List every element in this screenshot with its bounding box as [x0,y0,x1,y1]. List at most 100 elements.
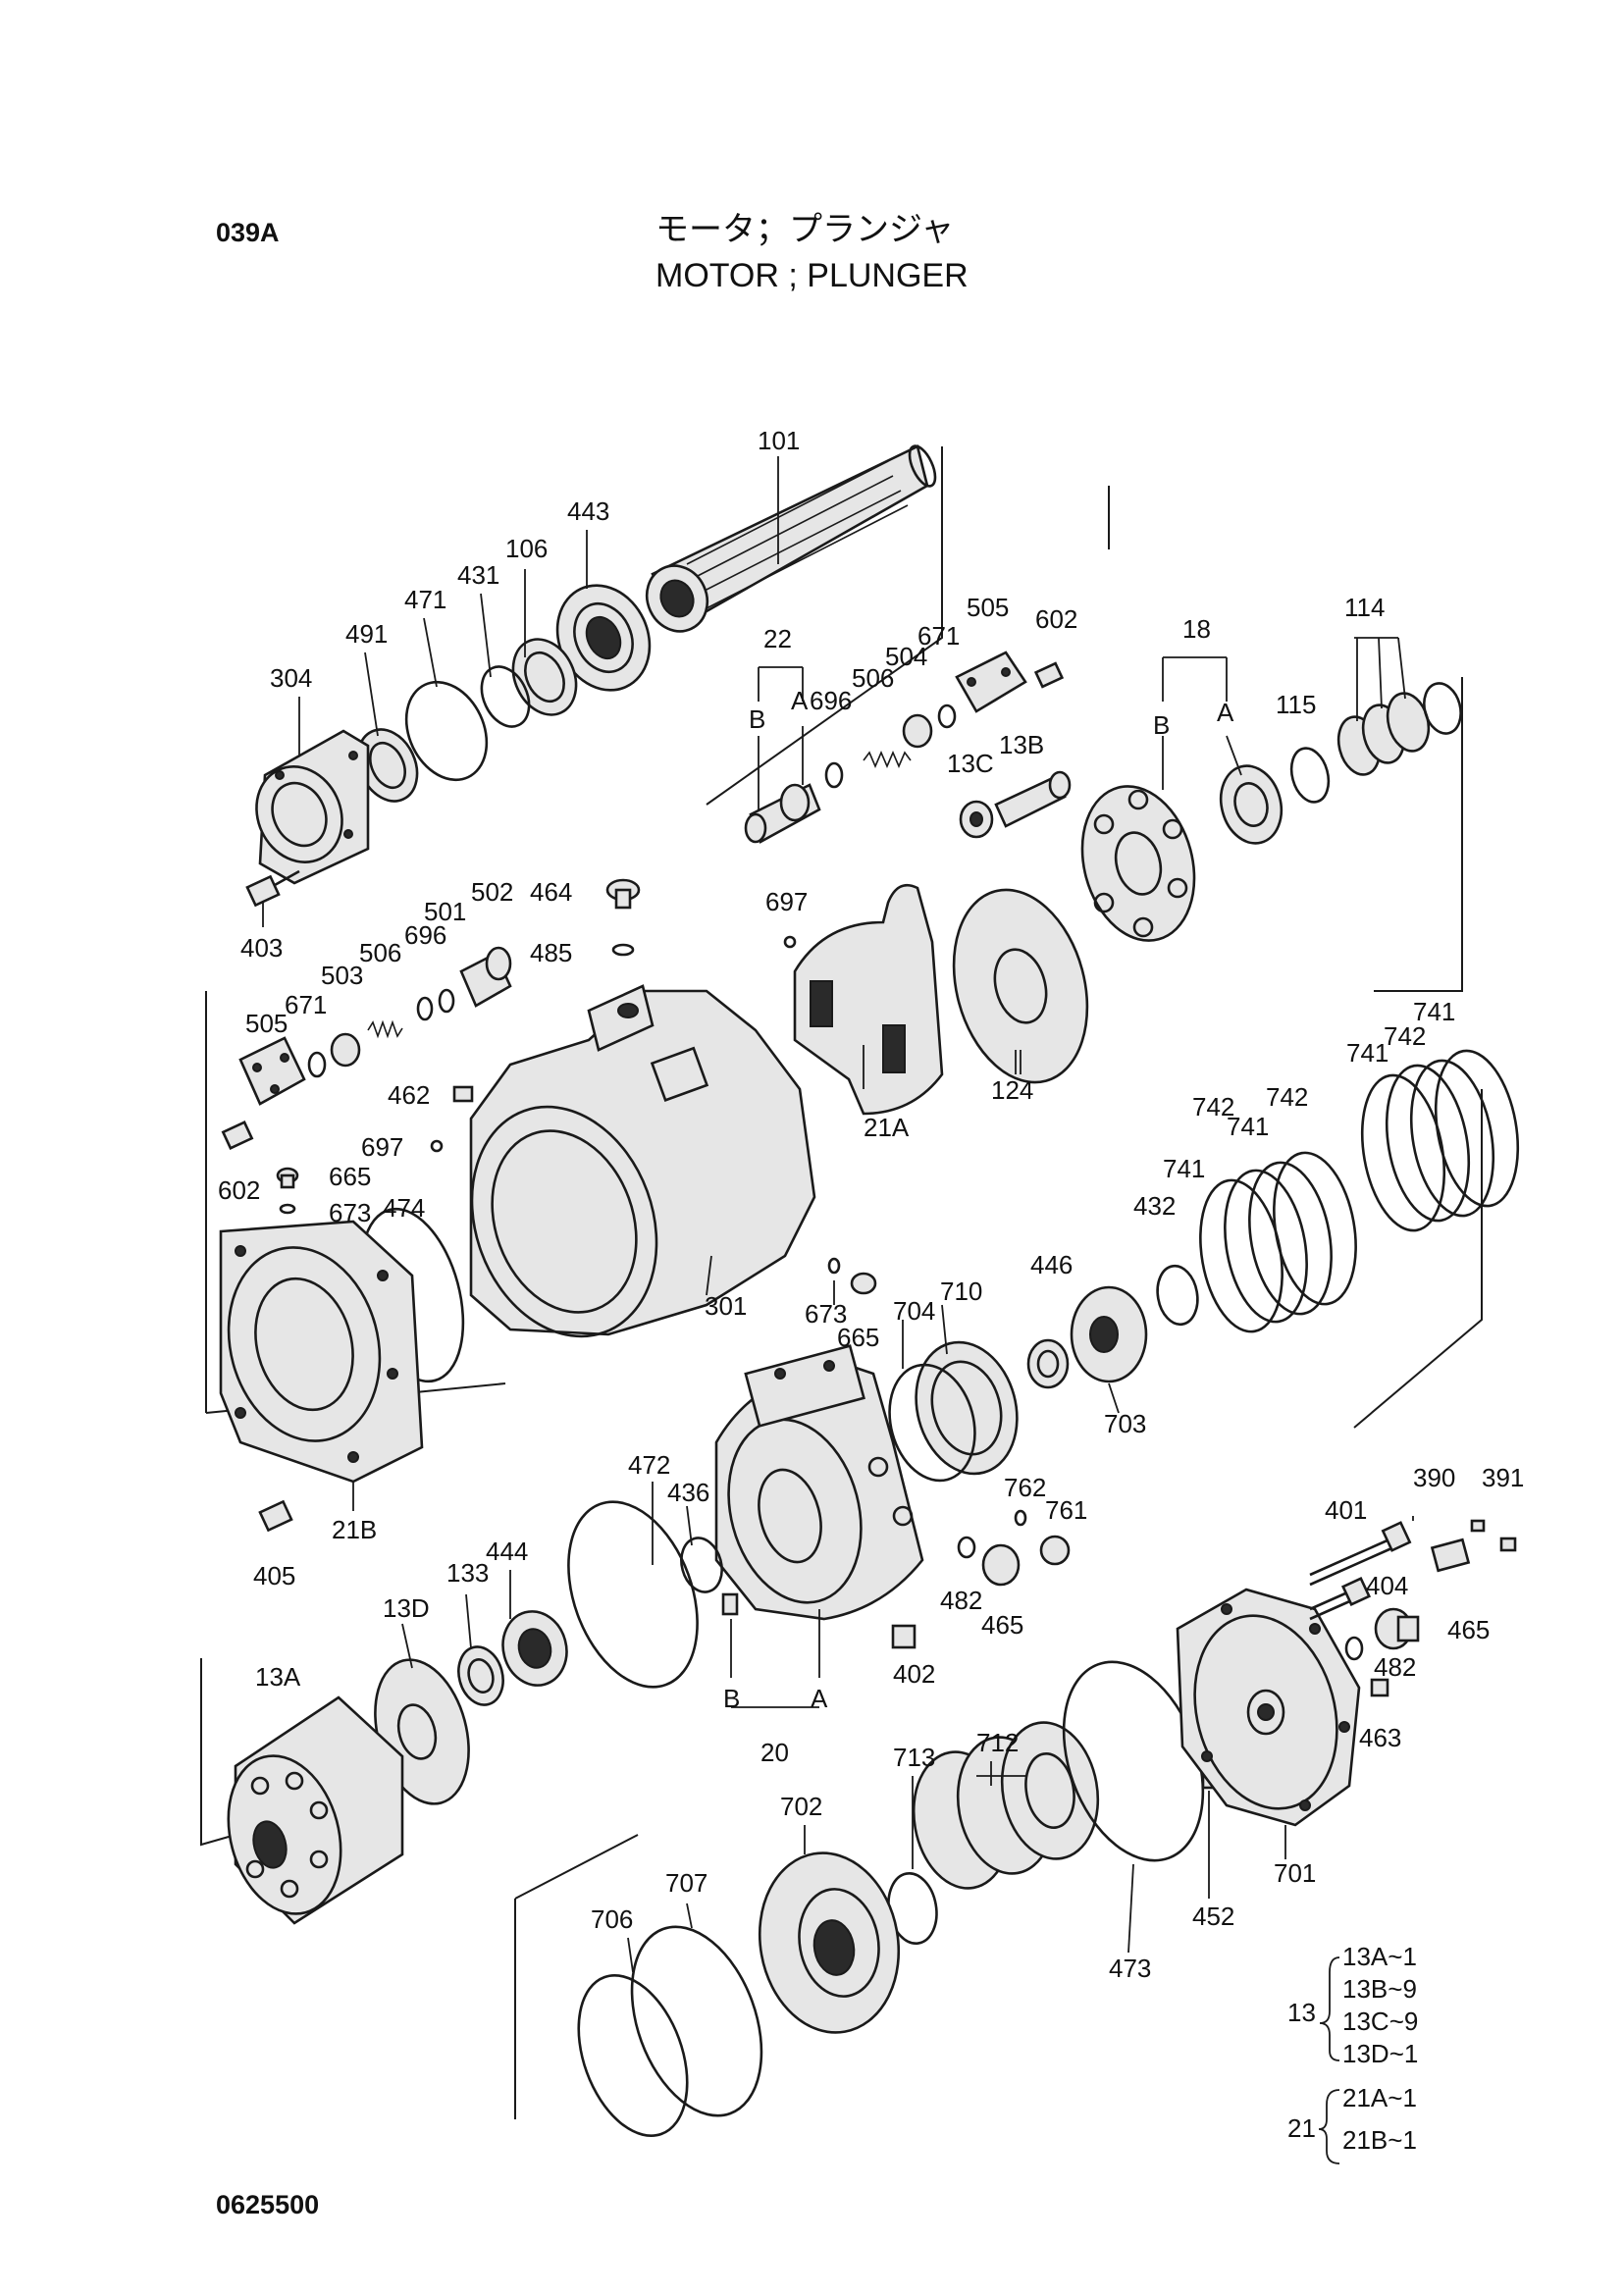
callout-712: 712 [976,1728,1019,1757]
cover-304 [255,729,370,885]
callout-506-left: 506 [359,938,401,967]
callout-101: 101 [758,426,800,455]
callout-673-right: 673 [805,1299,847,1329]
group-13-label: 13 [1287,1998,1316,2027]
callout-21b: 21B [332,1515,377,1544]
bolt-405 [258,1499,293,1533]
pin-20b [721,1592,739,1616]
o-ring-671-top [937,704,957,729]
title-japanese: モータ；プランジャ [655,210,955,249]
seal-707 [630,1925,763,2117]
callout-391: 391 [1482,1463,1524,1492]
o-ring-472 [567,1500,699,1689]
callout-761: 761 [1045,1495,1087,1525]
spring-set-712 [912,1721,1100,1890]
frame-piston-top [514,1834,639,1900]
frame-brake-right [1374,677,1463,992]
callout-465-right: 465 [1447,1615,1490,1644]
callout-462: 462 [388,1080,430,1110]
callout-697-top: 697 [765,887,808,916]
sleeve-502 [459,946,512,1008]
callout-671-top: 671 [917,621,960,651]
o-ring-673-right [827,1257,841,1275]
callout-13a: 13A [255,1662,301,1692]
callout-443: 443 [567,496,609,526]
callout-742-a: 742 [1384,1021,1426,1051]
callout-703: 703 [1104,1409,1146,1438]
bearing-444 [501,1610,568,1687]
o-ring-762 [1014,1509,1027,1527]
callout-431: 431 [457,560,499,590]
callout-404: 404 [1366,1571,1408,1600]
spool-22 [744,783,821,844]
callout-405: 405 [253,1561,295,1590]
callout-741-a: 741 [1413,997,1455,1026]
group-21-item-2: 21B~1 [1342,2125,1417,2155]
callout-472: 472 [628,1450,670,1480]
callout-18b: B [1153,710,1170,740]
callout-446: 446 [1030,1250,1073,1279]
callout-474: 474 [383,1193,425,1223]
plate-124 [952,888,1089,1084]
callout-301: 301 [705,1291,747,1321]
callout-304: 304 [270,663,312,693]
callout-436: 436 [667,1478,709,1507]
group-13-item-1: 13A~1 [1342,1942,1417,1971]
callout-602-top: 602 [1035,604,1077,634]
ring-704 [888,1363,976,1483]
callout-106: 106 [505,534,548,563]
o-ring-482-right [1344,1636,1364,1661]
ring-115 [1289,747,1331,804]
callout-762: 762 [1004,1473,1046,1502]
callout-704: 704 [893,1296,935,1326]
valve-plate-20 [714,1344,924,1621]
bolt-404 [1309,1576,1372,1621]
group-13-item-3: 13C~9 [1342,2007,1418,2036]
plug-504 [902,713,933,749]
snap-ring-436 [680,1537,723,1593]
assembly-note-13: 13 13A~1 13B~9 13C~9 13D~1 [1287,1942,1418,2068]
callout-21a: 21A [864,1113,910,1142]
callout-390: 390 [1413,1463,1455,1492]
cylinder-block-13a [227,1695,404,1925]
retainer-plate-18b [1080,785,1196,942]
plug-464 [605,878,641,910]
callout-13d: 13D [383,1593,430,1623]
callout-22a: A [791,686,809,715]
callout-742-c: 742 [1192,1092,1234,1121]
callout-491: 491 [345,619,388,649]
callout-501: 501 [424,897,466,926]
callout-22: 22 [763,624,792,653]
callout-22b: B [749,704,765,734]
callout-465-center: 465 [981,1610,1023,1640]
callout-673-left: 673 [329,1198,371,1227]
group-13-item-4: 13D~1 [1342,2039,1418,2068]
callout-13c: 13C [947,749,994,778]
page-code: 039A [216,218,280,247]
bolt-401 [1309,1521,1412,1587]
callout-432: 432 [1133,1191,1176,1221]
plug-665-right [850,1272,877,1295]
callout-741-b: 741 [1346,1038,1388,1068]
swash-plate-21a [793,883,944,1116]
plug-465-center [981,1543,1021,1587]
callout-20: 20 [760,1738,789,1767]
o-ring-697-left [430,1139,444,1153]
callout-482-right: 482 [1374,1652,1416,1682]
shoe-13c [959,800,994,839]
callout-697-left: 697 [361,1132,403,1162]
callout-506-top: 506 [852,663,894,693]
callout-402: 402 [893,1659,935,1689]
plug-463 [1370,1678,1389,1697]
callout-115: 115 [1276,690,1316,719]
flange-21b [219,1220,424,1484]
plug-761 [1039,1535,1071,1566]
callout-labels: 101 443 106 431 471 491 304 403 22 B A 6… [218,426,1524,1983]
callout-18a: A [1217,698,1234,727]
screw-391 [1499,1537,1517,1552]
drawing-number: 0625500 [216,2190,320,2219]
plug-665-left [276,1167,299,1189]
callout-471: 471 [404,585,446,614]
callout-403: 403 [240,933,283,963]
